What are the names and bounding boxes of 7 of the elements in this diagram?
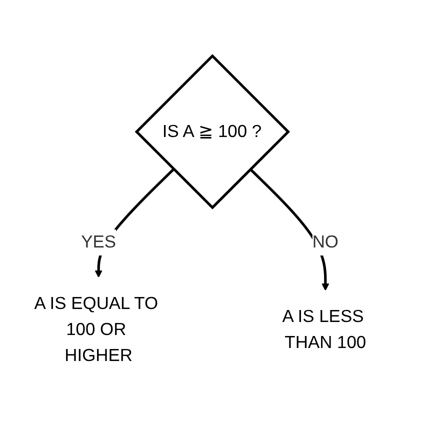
edge-label: YES [81, 232, 116, 252]
node-diamond [134, 54, 290, 210]
node-text: A IS EQUAL TO 100 OR HIGHER [34, 294, 158, 366]
node-text: A IS LESS THAN 100 [282, 306, 366, 352]
edge-label: NO [312, 232, 338, 252]
flowchart: YES NO IS A ≧ 100 ? A IS EQUAL TO 100 OR HIGHER A IS LESS THAN 100 [0, 48, 424, 389]
arrow [249, 168, 330, 291]
